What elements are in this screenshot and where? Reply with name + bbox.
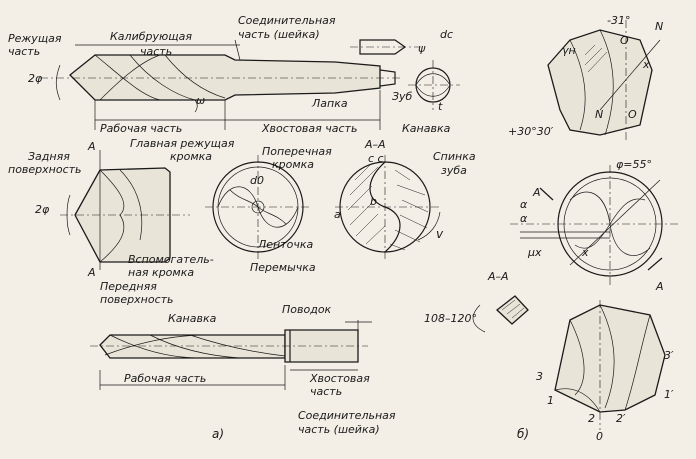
label-connecting-2: часть (шейка) (238, 28, 320, 41)
label-minus31: -31° (607, 14, 630, 27)
label-connecting-bottom-1: Соединительная (298, 409, 396, 422)
label-aa-small: A–A (487, 270, 509, 283)
label-plus30: +30°30′ (508, 125, 554, 138)
label-connecting-1: Соединительная (238, 14, 336, 27)
label-front-surface-2: поверхность (100, 293, 174, 306)
label-back-tooth-1: Спинка (433, 150, 476, 163)
tip-geometry-top (547, 20, 661, 140)
label-2phi-tip: 2φ (35, 203, 50, 216)
label-2: 2 (588, 412, 595, 425)
label-alpha-2: α (520, 212, 528, 225)
label-groove-top: Канавка (402, 122, 451, 135)
taper-shank-drill (40, 39, 460, 130)
label-cross-edge-2: кромка (272, 158, 314, 171)
cylindrical-shank-drill (90, 320, 372, 390)
label-main-edge-1: Главная режущая (130, 137, 235, 150)
label-O-top: O (620, 34, 629, 47)
label-zero: 0 (596, 430, 603, 443)
label-A-circle-bottom: A (655, 280, 664, 293)
label-a-small: a (334, 208, 341, 221)
label-omega: ω (196, 94, 205, 107)
label-gamma-n: γн (562, 44, 576, 57)
label-cutting-part-2: часть (8, 45, 40, 58)
label-v: v (436, 227, 444, 241)
label-calibrating-2: часть (140, 45, 172, 58)
label-cc: c c (368, 152, 384, 165)
drill-tip-view (60, 150, 190, 270)
caption-a: а) (212, 427, 224, 441)
label-groove-mid: Канавка (168, 312, 217, 325)
label-N-bottom: N (595, 108, 603, 121)
label-cross-edge-1: Поперечная (262, 145, 332, 158)
label-tooth: Зуб (392, 90, 413, 103)
label-working-part-top: Рабочая часть (100, 122, 182, 135)
label-back-surface-1: Задняя (28, 150, 70, 163)
label-calibrating-1: Калибрующая (110, 30, 192, 43)
label-O-bottom: O (628, 108, 637, 121)
label-3: 3 (536, 370, 543, 383)
caption-b: б) (517, 427, 529, 441)
label-2p: 2′ (616, 412, 626, 425)
label-mu-x: μx (527, 246, 542, 259)
label-section-a-bottom: A (87, 266, 96, 279)
label-aux-edge-2: ная кромка (128, 266, 194, 279)
label-alpha-1: α (520, 198, 528, 211)
label-cutting-part-1: Режущая (8, 32, 62, 45)
label-dc: dc (440, 28, 453, 41)
label-section-aa: A–A (364, 138, 386, 151)
label-section-a-top: A (87, 140, 96, 153)
label-tab: Лапка (311, 97, 348, 110)
label-connecting-bottom-2: часть (шейка) (298, 423, 380, 436)
label-N-top: N (655, 20, 663, 33)
label-leash: Поводок (282, 303, 332, 316)
label-1: 1 (547, 394, 554, 407)
label-x-top: x (642, 58, 650, 71)
label-t: t (438, 100, 443, 113)
label-b: b (370, 195, 377, 208)
label-2phi: 2φ (28, 72, 43, 85)
label-A-circle-top: A (532, 186, 541, 199)
tip-circle-view (510, 165, 680, 285)
label-main-edge-2: кромка (170, 150, 212, 163)
section-aa-view (335, 155, 441, 260)
label-d0: d0 (250, 174, 264, 187)
label-shank-bottom-2: часть (310, 385, 342, 398)
drill-point-bottom (554, 300, 666, 430)
label-back-surface-2: поверхность (8, 163, 82, 176)
label-angle108: 108–120° (424, 312, 477, 325)
label-shank-part-top: Хвостовая часть (261, 122, 357, 135)
label-x-circle: x (581, 246, 589, 259)
small-section-aa (472, 295, 529, 333)
label-working-part-bottom: Рабочая часть (124, 372, 206, 385)
label-shank-bottom-1: Хвостовая (309, 372, 370, 385)
label-3p: 3′ (664, 349, 674, 362)
drill-end-view (205, 155, 310, 260)
label-1p: 1′ (664, 388, 674, 401)
label-front-surface-1: Передняя (100, 280, 157, 293)
label-psi: ψ (418, 42, 426, 55)
label-back-tooth-2: зуба (441, 164, 467, 177)
label-aux-edge-1: Вспомогатель- (128, 253, 214, 266)
label-web: Перемычка (250, 261, 316, 274)
label-phi55: φ=55° (616, 158, 652, 171)
label-land: Ленточка (257, 238, 314, 251)
